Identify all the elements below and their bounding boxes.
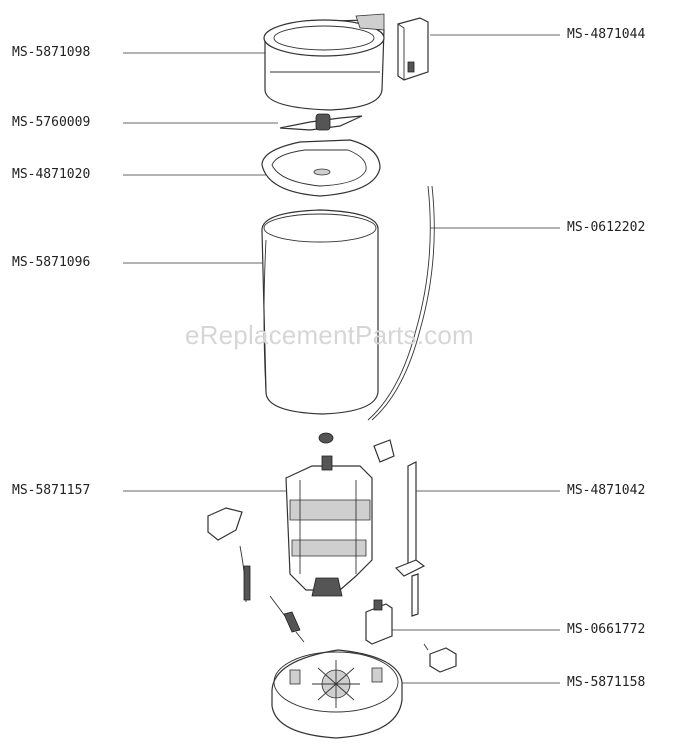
label-base: MS-5871158: [567, 675, 646, 690]
base-part: [271, 649, 403, 739]
label-cord: MS-0612202: [567, 220, 646, 235]
cord-part: [367, 185, 435, 421]
motor-part: [285, 455, 373, 597]
leader-lines: [123, 34, 560, 684]
nut-part: [318, 432, 334, 444]
label-cap: MS-4871044: [567, 27, 646, 42]
label-tray: MS-4871020: [12, 167, 91, 182]
switch-part: [365, 599, 393, 645]
label-blade: MS-5760009: [12, 115, 91, 130]
label-motor: MS-5871157: [12, 483, 91, 498]
tray-part: [261, 139, 381, 197]
wire-part: [239, 545, 305, 643]
watermark-text: eReplacementParts.com: [185, 320, 474, 350]
cap-part: [397, 17, 429, 81]
capacitor-part: [423, 643, 457, 673]
latch-part: [207, 507, 243, 541]
label-switch: MS-0661772: [567, 622, 646, 637]
label-bracket: MS-4871042: [567, 483, 646, 498]
blade-part: [279, 113, 363, 131]
bracket-part: [394, 461, 426, 617]
label-bowl: MS-5871098: [12, 45, 91, 60]
housing-part: [261, 209, 379, 415]
bowl-part: [263, 13, 385, 111]
label-housing: MS-5871096: [12, 255, 91, 270]
clip-part: [373, 439, 395, 463]
